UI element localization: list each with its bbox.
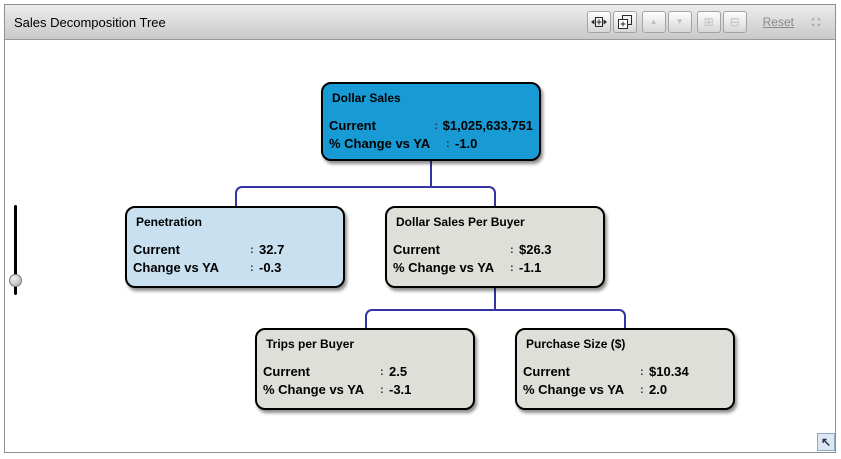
row-separator: : [510, 244, 514, 256]
reset-link[interactable]: Reset [762, 15, 794, 29]
connector-level2-bracket [365, 309, 626, 328]
row-value: $10.34 [649, 364, 689, 379]
row-value: -1.0 [455, 136, 478, 151]
node-rows: Current : 2.5 % Change vs YA : -3.1 [263, 363, 467, 399]
sales-decomposition-tree-panel: Sales Decomposition Tree [4, 4, 836, 453]
expand-width-button[interactable] [586, 11, 611, 33]
row-value: -0.3 [259, 260, 282, 275]
row-label: Current [263, 364, 310, 379]
zoom-out-button[interactable]: ⊟ [722, 11, 747, 33]
zoom-out-icon: ⊟ [729, 15, 740, 29]
node-row: Current : $26.3 [393, 241, 597, 259]
tree-canvas: Dollar Sales Current : $1,025,633,751 % … [5, 41, 835, 452]
up-arrow-icon: ▲ [649, 17, 658, 26]
toolbar: ▲ ▼ ⊞ ⊟ Reset [585, 11, 826, 33]
node-row: Current : 2.5 [263, 363, 467, 381]
node-dollar-sales[interactable]: Dollar Sales Current : $1,025,633,751 % … [321, 82, 541, 161]
row-label: Current [393, 242, 440, 257]
node-title: Dollar Sales [332, 91, 401, 105]
row-value: -1.1 [519, 260, 542, 275]
node-title: Purchase Size ($) [526, 337, 626, 351]
row-label: % Change vs YA [329, 136, 431, 151]
row-label: % Change vs YA [523, 382, 625, 397]
node-row: Current : 32.7 [133, 241, 337, 259]
row-label: Current [329, 118, 376, 133]
row-value: 2.0 [649, 382, 668, 397]
row-value: $1,025,633,751 [442, 118, 533, 133]
node-rows: Current : $1,025,633,751 % Change vs YA … [329, 117, 533, 153]
row-separator: : [250, 262, 254, 274]
node-rows: Current : $26.3 % Change vs YA : -1.1 [393, 241, 597, 277]
node-title: Penetration [136, 215, 203, 229]
row-label: Current [523, 364, 570, 379]
node-purchase-size[interactable]: Purchase Size ($) Current : $10.34 % Cha… [515, 328, 735, 410]
panel-header: Sales Decomposition Tree [5, 5, 835, 40]
node-rows: Current : $10.34 % Change vs YA : 2.0 [523, 363, 727, 399]
row-label: Change vs YA [133, 260, 219, 275]
row-value: 32.7 [259, 242, 285, 257]
node-row: Current : $1,025,633,751 [329, 117, 533, 135]
node-row: Change vs YA : -0.3 [133, 259, 337, 277]
row-value: -3.1 [389, 382, 412, 397]
node-row: % Change vs YA : -1.1 [393, 259, 597, 277]
zoom-in-button[interactable]: ⊞ [696, 11, 721, 33]
node-row: Current : $10.34 [523, 363, 727, 381]
zoom-in-icon: ⊞ [703, 15, 714, 29]
expand-all-nodes-button[interactable] [612, 11, 637, 33]
node-row: % Change vs YA : 2.0 [523, 381, 727, 399]
row-separator: : [380, 384, 384, 396]
row-label: Current [133, 242, 180, 257]
node-trips-per-buyer[interactable]: Trips per Buyer Current : 2.5 % Change v… [255, 328, 475, 410]
row-label: % Change vs YA [263, 382, 365, 397]
row-separator: : [434, 120, 439, 132]
zoom-slider-track[interactable] [14, 205, 17, 295]
node-row: % Change vs YA : -3.1 [263, 381, 467, 399]
connector-level1-bracket [235, 186, 496, 206]
down-arrow-icon: ▼ [675, 17, 684, 26]
collapse-arrows-icon [809, 15, 823, 29]
zoom-slider-handle[interactable] [9, 274, 22, 287]
scroll-to-origin-button[interactable]: ↖ [817, 433, 835, 451]
node-rows: Current : 32.7 Change vs YA : -0.3 [133, 241, 337, 277]
row-separator: : [510, 262, 514, 274]
connector-level2-stem [494, 288, 496, 311]
node-penetration[interactable]: Penetration Current : 32.7 Change vs YA … [125, 206, 345, 288]
node-row: % Change vs YA : -1.0 [329, 135, 533, 153]
arrow-up-left-icon: ↖ [820, 435, 832, 449]
expand-all-nodes-icon [617, 15, 632, 29]
expand-level-down-button[interactable]: ▼ [667, 11, 692, 33]
collapse-panel-button[interactable] [808, 14, 824, 30]
node-title: Trips per Buyer [266, 337, 355, 351]
row-separator: : [640, 384, 644, 396]
row-value: 2.5 [389, 364, 408, 379]
node-dollar-sales-per-buyer[interactable]: Dollar Sales Per Buyer Current : $26.3 %… [385, 206, 605, 288]
expand-width-icon [590, 16, 607, 28]
page-title: Sales Decomposition Tree [14, 14, 166, 30]
connector-root-stem [430, 161, 432, 188]
row-value: $26.3 [519, 242, 552, 257]
row-label: % Change vs YA [393, 260, 495, 275]
row-separator: : [640, 366, 644, 378]
row-separator: : [446, 138, 450, 150]
node-title: Dollar Sales Per Buyer [396, 215, 525, 229]
row-separator: : [380, 366, 384, 378]
collapse-level-up-button[interactable]: ▲ [641, 11, 666, 33]
row-separator: : [250, 244, 254, 256]
